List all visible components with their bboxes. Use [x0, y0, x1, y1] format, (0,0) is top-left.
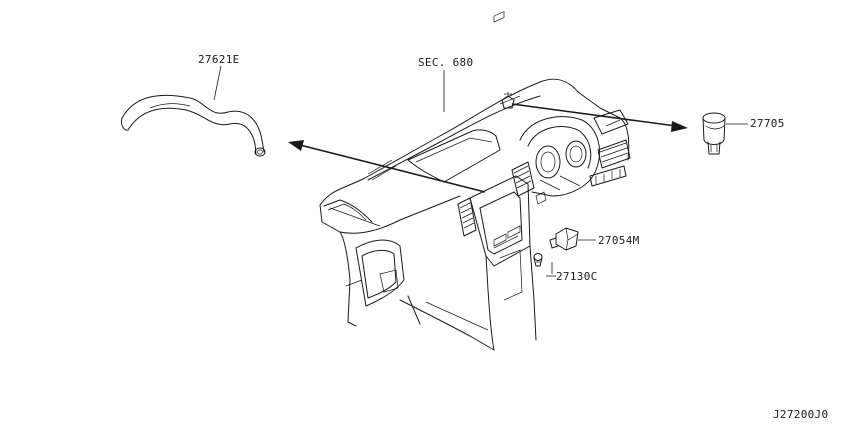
in-vehicle-sensor[interactable] — [702, 112, 726, 155]
hose-part-number: 27621E — [198, 53, 240, 66]
clip[interactable] — [533, 253, 543, 267]
instrument-panel[interactable] — [319, 11, 631, 351]
section-reference: SEC. 680 — [418, 56, 473, 69]
hose-arrow — [288, 140, 486, 193]
temperature-switch[interactable] — [549, 227, 579, 251]
sensor-part-number: 27705 — [750, 117, 785, 130]
clip-part-number: 27130C — [556, 270, 598, 283]
aspirator-hose[interactable] — [121, 94, 266, 157]
hose-leader — [213, 65, 222, 101]
switch-part-number: 27054M — [598, 234, 640, 247]
diagram-code: J27200J0 — [773, 408, 828, 421]
sensor-arrow — [511, 103, 688, 132]
